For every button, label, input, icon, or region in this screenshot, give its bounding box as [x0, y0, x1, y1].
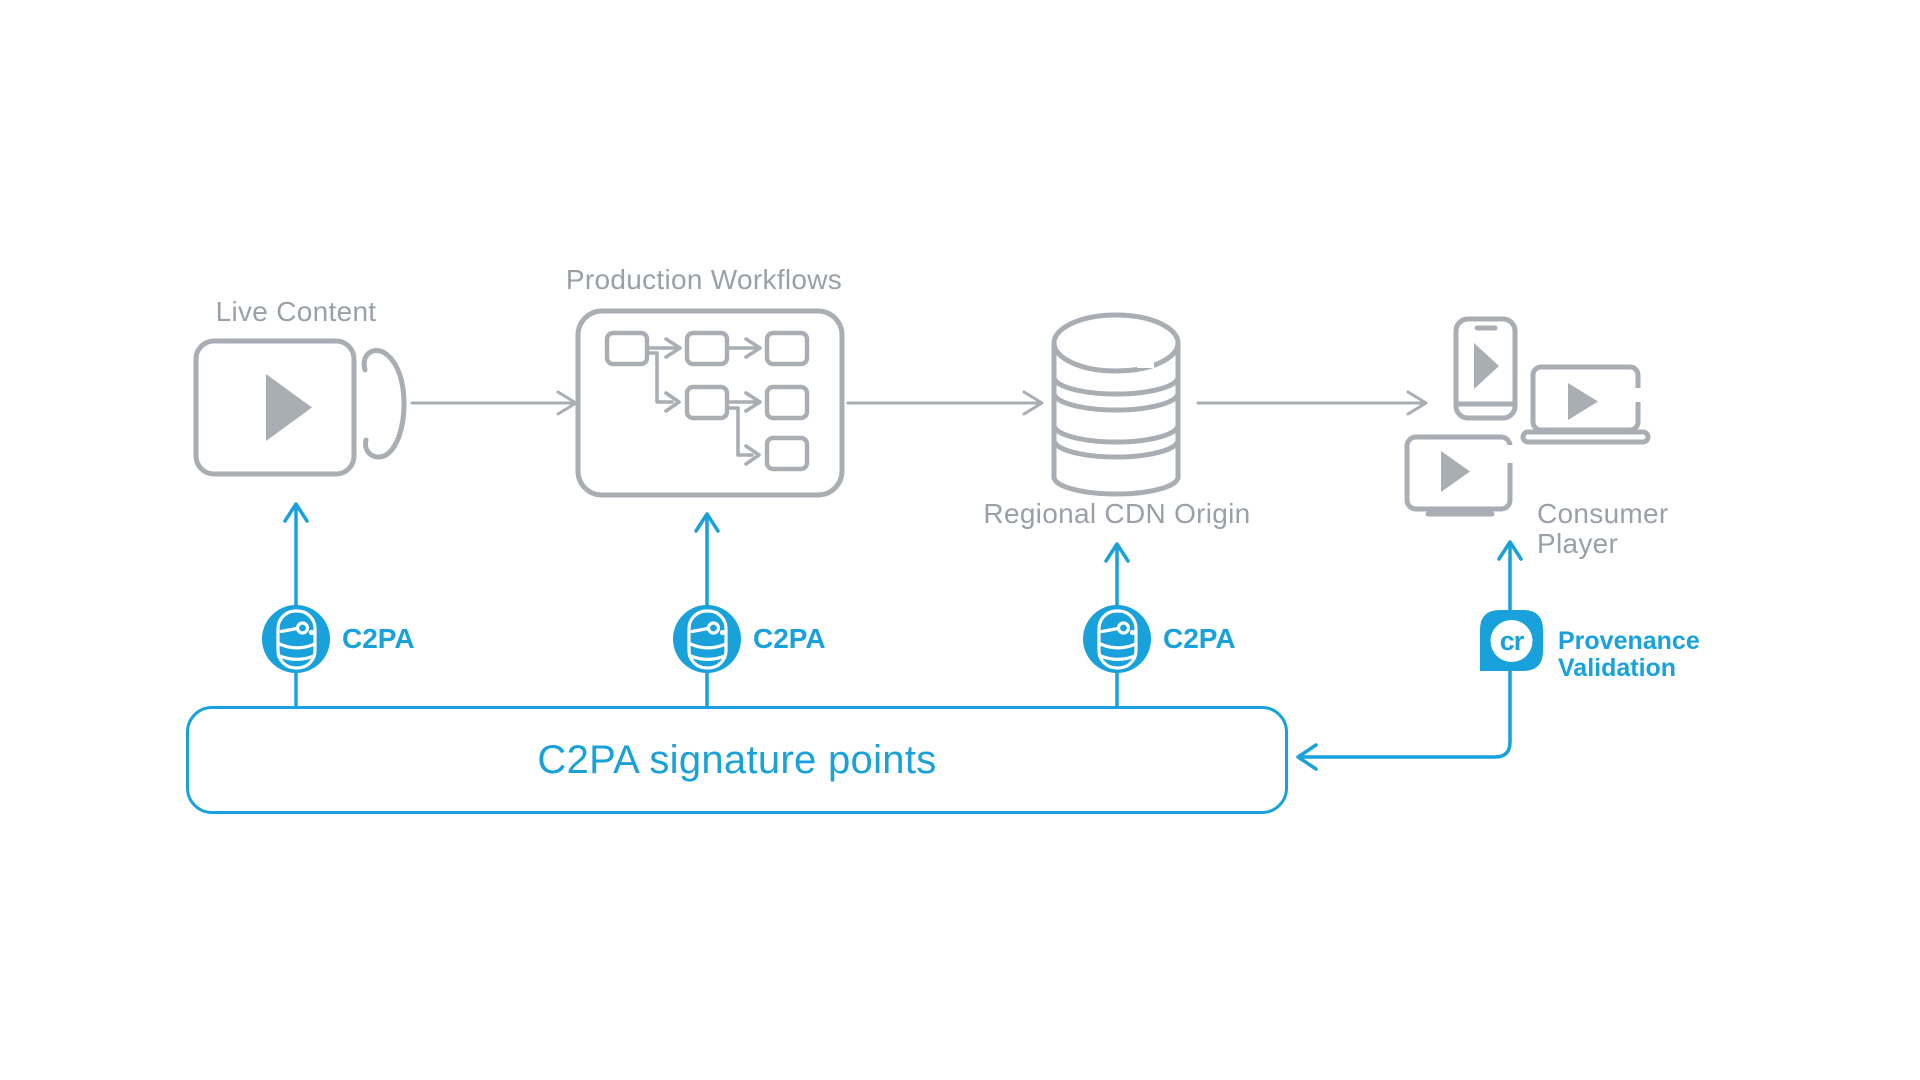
provenance-label-line2: Validation: [1558, 654, 1677, 682]
arrow-camera-to-workflows: [410, 390, 578, 416]
play-icon: [1474, 343, 1499, 389]
play-icon: [266, 374, 312, 441]
provenance-validation-label: Provenance Validation: [1558, 628, 1700, 682]
arrow-cdn-to-consumer: [1196, 390, 1428, 416]
workflow-arrows: [646, 337, 762, 466]
play-icon: [1441, 451, 1470, 492]
consumer-devices: [1404, 312, 1651, 517]
production-workflows-label: Production Workflows: [565, 264, 843, 295]
c2pa-signature-points-box: C2PA signature points: [186, 706, 1288, 814]
arrow-provenance: [1296, 540, 1523, 771]
consumer-player-label: Consumer Player: [1537, 499, 1669, 559]
c2pa-badge-2: [673, 605, 741, 673]
database-icon: [1051, 312, 1181, 497]
content-credentials-icon: cr: [1480, 610, 1543, 671]
arrow-workflows-to-cdn: [846, 390, 1044, 416]
tv-icon: [1404, 434, 1513, 517]
provenance-label-line1: Provenance: [1558, 627, 1700, 655]
c2pa-badge-1: [262, 605, 330, 673]
smartphone-icon: [1449, 312, 1522, 425]
c2pa-badge-2-label: C2PA: [753, 623, 826, 654]
laptop-icon: [1520, 364, 1651, 445]
video-camera-icon: [193, 338, 407, 477]
flow-arrows: [410, 390, 1428, 416]
play-icon: [1568, 383, 1598, 420]
cr-logo-text: cr: [1500, 626, 1525, 656]
c2pa-badge-3-label: C2PA: [1163, 623, 1236, 654]
workflow-icon: [575, 308, 845, 498]
live-content-label: Live Content: [215, 296, 377, 327]
regional-cdn-origin-label: Regional CDN Origin: [983, 498, 1251, 529]
c2pa-badge-1-label: C2PA: [342, 623, 415, 654]
c2pa-signature-points-label: C2PA signature points: [537, 737, 937, 782]
consumer-player-label-line2: Player: [1537, 528, 1619, 559]
c2pa-badge-3: [1083, 605, 1151, 673]
consumer-player-label-line1: Consumer: [1537, 498, 1669, 529]
